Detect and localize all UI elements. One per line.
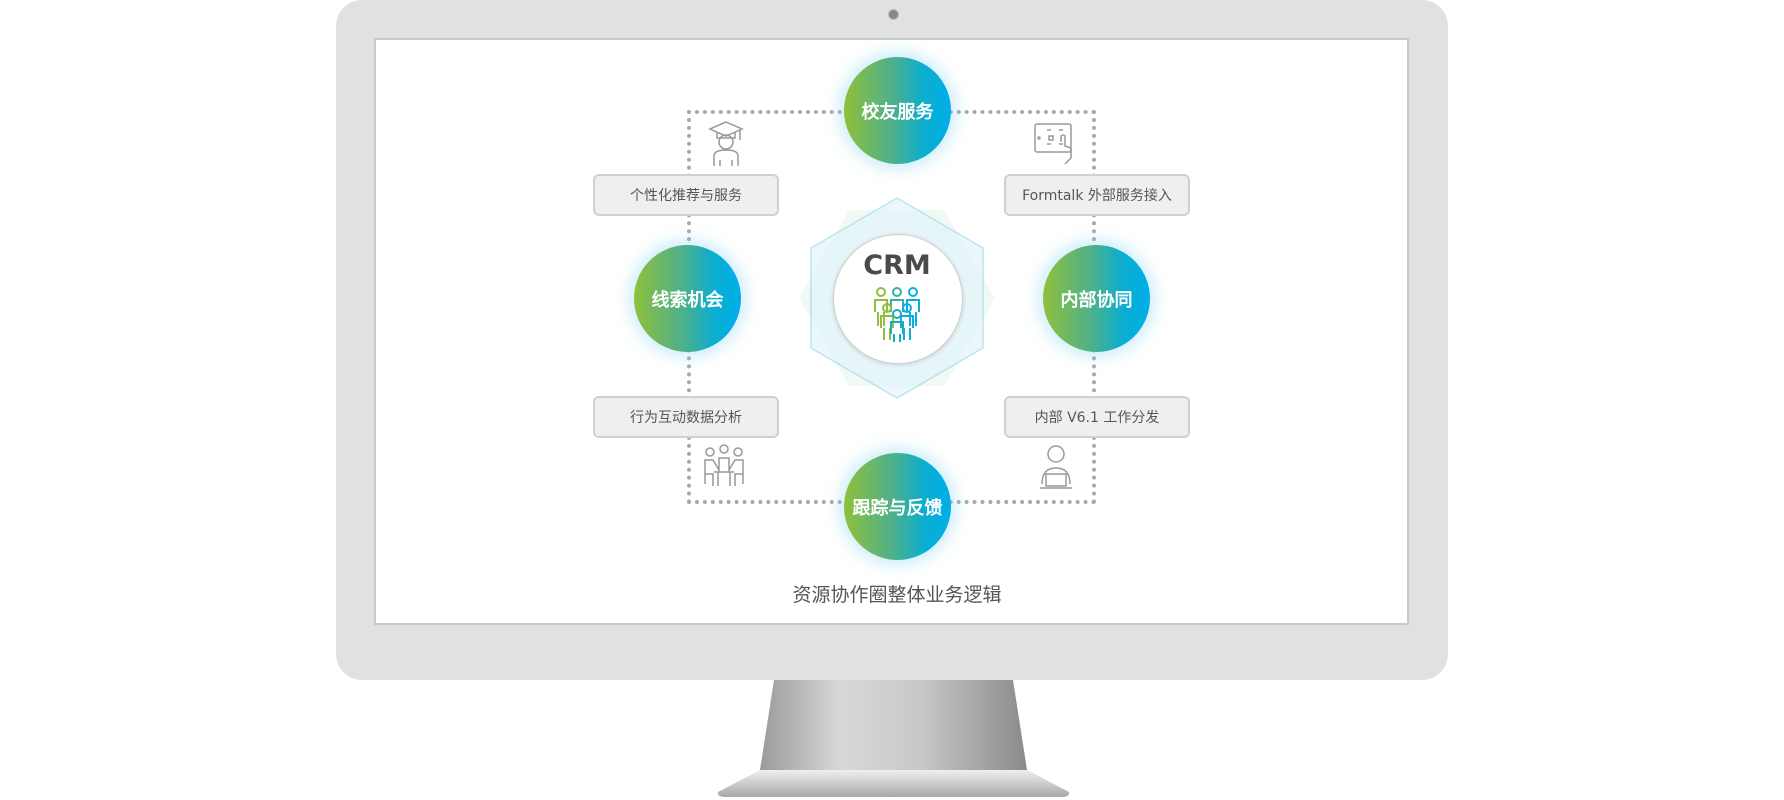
crm-label: CRM: [863, 250, 931, 281]
box-formtalk-access: Formtalk 外部服务接入: [1004, 174, 1190, 216]
box-internal-dispatch: 内部 V6.1 工作分发: [1004, 396, 1190, 438]
tablet-touch-icon: [1034, 123, 1072, 165]
meeting-people-icon: [704, 444, 744, 486]
node-alumni-services: 校友服务: [844, 57, 951, 164]
person-laptop-icon: [1040, 445, 1072, 489]
node-leads-opportunities: 线索机会: [634, 245, 741, 352]
node-internal-collaboration: 内部协同: [1043, 245, 1150, 352]
camera-icon: [888, 9, 899, 20]
box-behavior-analysis: 行为互动数据分析: [593, 396, 779, 438]
graduate-icon: [708, 121, 744, 166]
box-personalized-recommendation: 个性化推荐与服务: [593, 174, 779, 216]
diagram-caption: 资源协作圈整体业务逻辑: [792, 584, 1002, 606]
team-people-icon: [874, 287, 920, 342]
monitor-stand: [717, 680, 1070, 797]
node-tracking-feedback: 跟踪与反馈: [844, 453, 951, 560]
